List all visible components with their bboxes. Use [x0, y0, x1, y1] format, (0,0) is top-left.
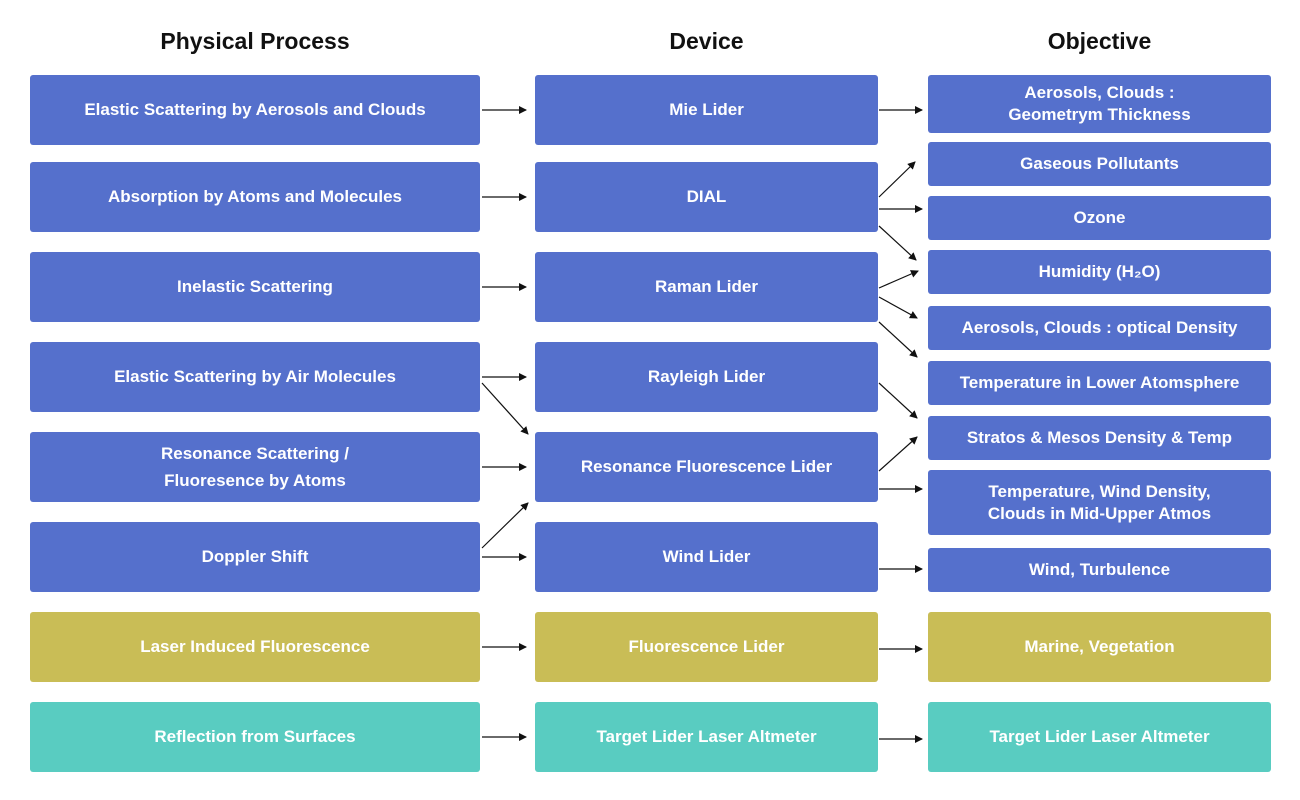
- objective-target-lider: Target Lider Laser Altmeter: [928, 702, 1271, 772]
- device-fluorescence-lider: Fluorescence Lider: [535, 612, 878, 682]
- objective-temperature-lower: Temperature in Lower Atomsphere: [928, 361, 1271, 405]
- device-target-lider: Target Lider Laser Altmeter: [535, 702, 878, 772]
- process-elastic-scattering-air: Elastic Scattering by Air Molecules: [30, 342, 480, 412]
- arrow-raman-to-humidity: [878, 270, 919, 289]
- arrow-dial-to-gaseous: [878, 161, 916, 198]
- header-device: Device: [669, 28, 744, 54]
- objective-temperature-wind-clouds: Temperature, Wind Density, Clouds in Mid…: [928, 470, 1271, 535]
- device-mie-lider: Mie Lider: [535, 75, 878, 145]
- arrow-dial-to-humidity: [878, 225, 917, 261]
- process-laser-induced-fluorescence: Laser Induced Fluorescence: [30, 612, 480, 682]
- header-physical-process: Physical Process: [160, 28, 350, 54]
- objective-humidity: Humidity (H₂O): [928, 250, 1271, 294]
- header-objective: Objective: [1047, 28, 1152, 54]
- process-reflection-surfaces: Reflection from Surfaces: [30, 702, 480, 772]
- objective-aerosols-geometry: Aerosols, Clouds : Geometrym Thickness: [928, 75, 1271, 133]
- arrow-air-molecules-to-resonance: [481, 382, 529, 435]
- process-inelastic-scattering: Inelastic Scattering: [30, 252, 480, 322]
- device-rayleigh-lider: Rayleigh Lider: [535, 342, 878, 412]
- process-resonance-scattering: Resonance Scattering / Fluoresence by At…: [30, 432, 480, 502]
- objective-stratos-mesos: Stratos & Mesos Density & Temp: [928, 416, 1271, 460]
- arrow-raman-to-optical-density: [878, 296, 918, 319]
- arrow-raman-to-temperature-lower: [878, 321, 918, 358]
- objective-ozone: Ozone: [928, 196, 1271, 240]
- arrow-resonance-lider-to-stratos: [878, 436, 918, 472]
- device-raman-lider: Raman Lider: [535, 252, 878, 322]
- process-doppler-shift: Doppler Shift: [30, 522, 480, 592]
- objective-gaseous-pollutants: Gaseous Pollutants: [928, 142, 1271, 186]
- arrow-rayleigh-to-stratos: [878, 382, 918, 419]
- device-wind-lider: Wind Lider: [535, 522, 878, 592]
- objective-wind-turbulence: Wind, Turbulence: [928, 548, 1271, 592]
- device-resonance-fluorescence-lider: Resonance Fluorescence Lider: [535, 432, 878, 502]
- objective-marine-vegetation: Marine, Vegetation: [928, 612, 1271, 682]
- device-dial: DIAL: [535, 162, 878, 232]
- process-elastic-scattering-aerosols: Elastic Scattering by Aerosols and Cloud…: [30, 75, 480, 145]
- arrow-doppler-to-resonance-lider: [481, 502, 529, 549]
- process-absorption: Absorption by Atoms and Molecules: [30, 162, 480, 232]
- objective-aerosols-optical-density: Aerosols, Clouds : optical Density: [928, 306, 1271, 350]
